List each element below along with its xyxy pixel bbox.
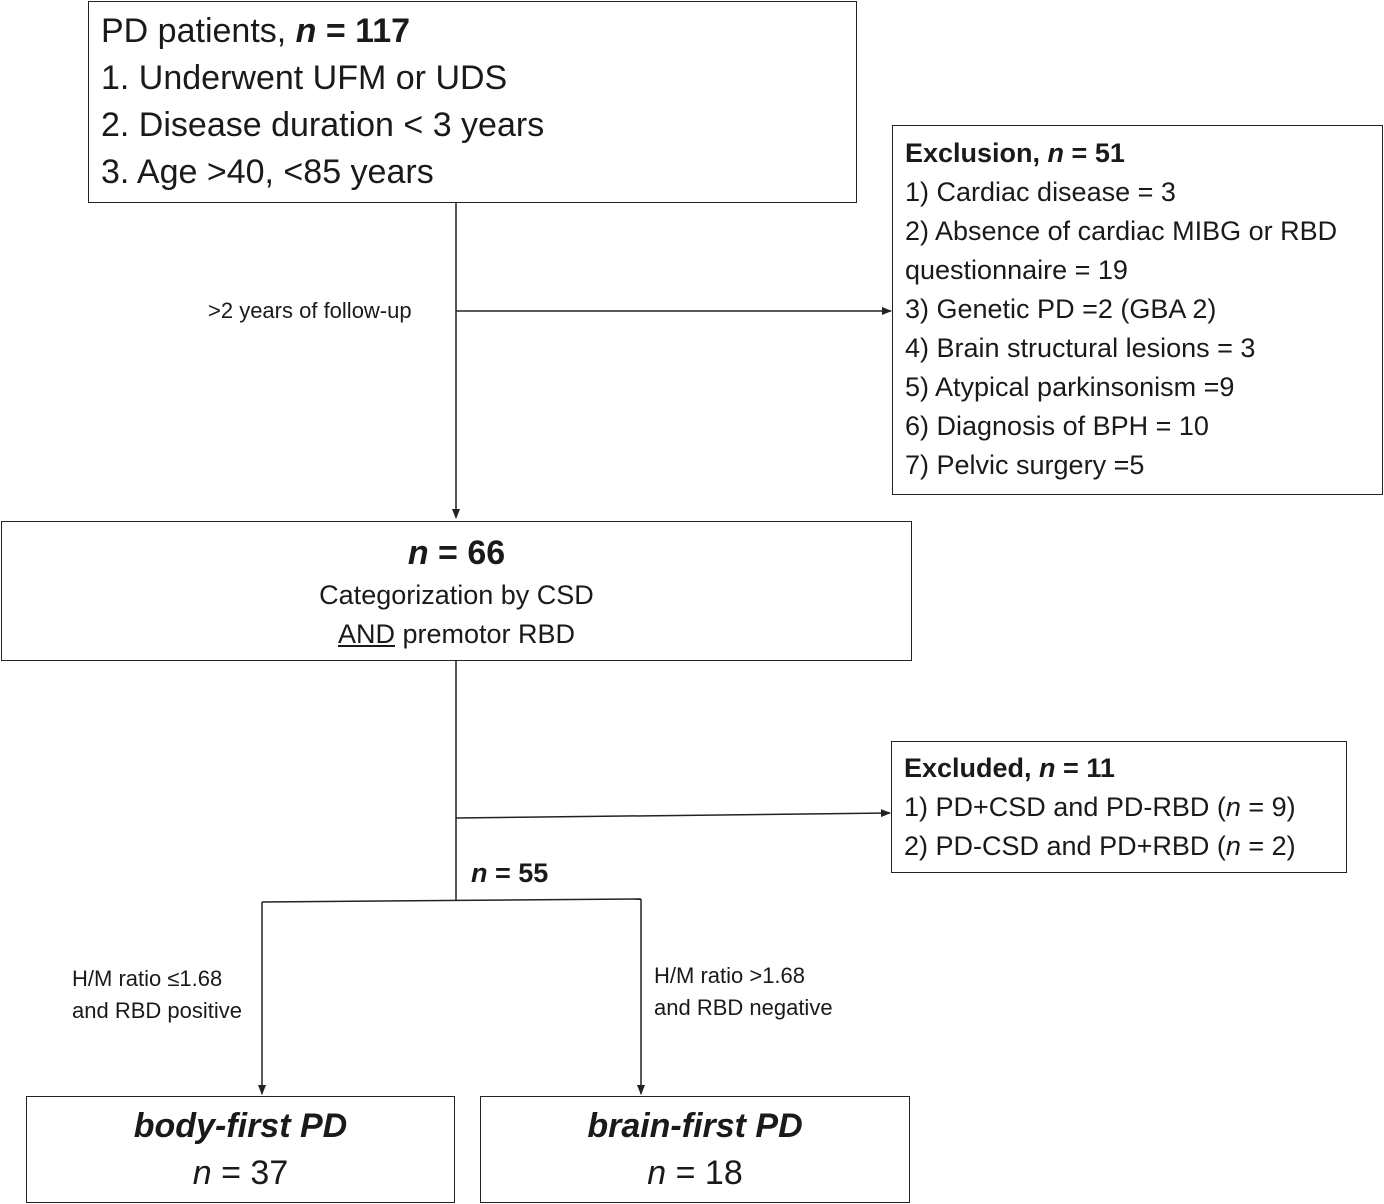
exclusion-item: 4) Brain structural lesions = 3 [905,333,1256,363]
brain-first-title: brain-first PD [587,1107,803,1145]
exclusion-box: Exclusion, n = 51 1) Cardiac disease = 3… [892,125,1383,495]
arrow-to-excluded [455,809,891,819]
excluded-item: 2) PD-CSD and PD+RBD (n = 2) [904,831,1296,861]
body-first-box: body-first PD n = 37 [26,1096,455,1203]
categorization-box: n = 66 Categorization by CSD AND premoto… [1,521,912,661]
categorization-line1: Categorization by CSD [319,580,594,610]
categorization-count: n = 66 [407,534,506,572]
brain-first-box: brain-first PD n = 18 [480,1096,910,1203]
exclusion-item: 1) Cardiac disease = 3 [905,177,1176,207]
excluded-box: Excluded, n = 11 1) PD+CSD and PD-RBD (n… [891,741,1347,873]
right-branch-label-line2: and RBD negative [654,995,833,1020]
exclusion-item: 5) Atypical parkinsonism =9 [905,372,1235,402]
exclusion-item: 3) Genetic PD =2 (GBA 2) [905,294,1217,324]
followup-label: >2 years of follow-up [208,298,412,323]
inclusion-criterion: 1. Underwent UFM or UDS [101,59,508,97]
inclusion-box: PD patients, n = 117 1. Underwent UFM or… [88,1,857,203]
brain-first-count: n = 18 [647,1154,743,1192]
body-first-title: body-first PD [133,1107,348,1145]
inclusion-criterion: 3. Age >40, <85 years [101,153,434,191]
exclusion-title: Exclusion, n = 51 [905,138,1125,168]
body-first-count: n = 37 [192,1154,289,1192]
branch-horizontal [261,898,642,903]
right-branch-label-line1: H/M ratio >1.68 [654,963,806,988]
exclusion-item: 6) Diagnosis of BPH = 10 [905,411,1209,441]
left-branch-label-line1: H/M ratio ≤1.68 [72,966,223,991]
inclusion-title: PD patients, n = 117 [101,12,411,50]
exclusion-item: questionnaire = 19 [905,255,1128,285]
exclusion-item: 2) Absence of cardiac MIBG or RBD [905,216,1338,246]
remaining-count: n = 55 [471,858,549,888]
exclusion-item: 7) Pelvic surgery =5 [905,450,1145,480]
inclusion-criterion: 2. Disease duration < 3 years [101,106,545,144]
excluded-title: Excluded, n = 11 [904,753,1115,783]
excluded-item: 1) PD+CSD and PD-RBD (n = 9) [904,792,1296,822]
left-branch-label-line2: and RBD positive [72,998,242,1023]
categorization-line2: AND premotor RBD [337,619,576,649]
